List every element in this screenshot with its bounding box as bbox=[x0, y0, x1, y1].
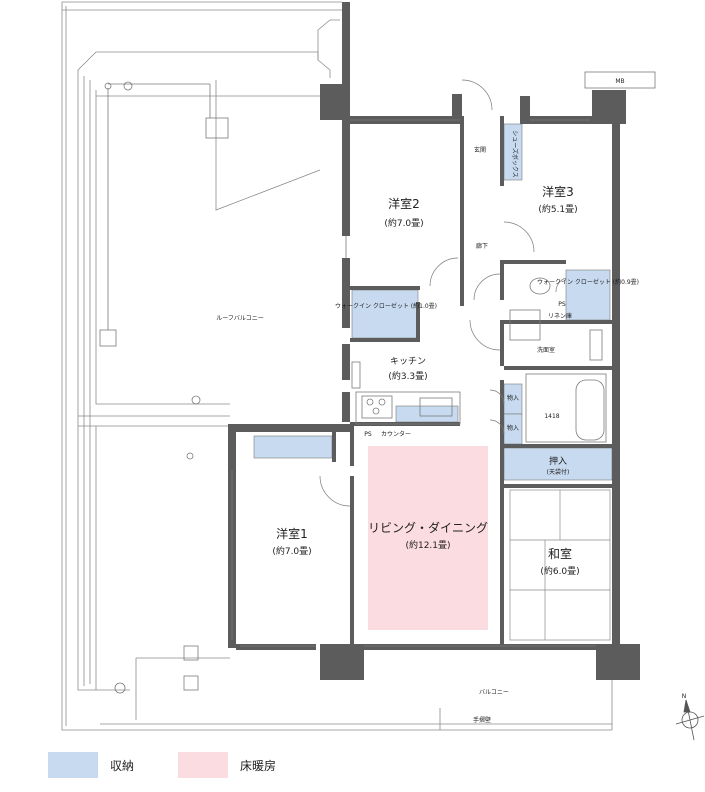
living-name: リビング・ダイニング bbox=[368, 520, 488, 535]
kitchen-name: キッチン bbox=[390, 356, 426, 367]
counter-label: カウンター bbox=[381, 430, 411, 438]
legend-swatch-storage bbox=[48, 752, 98, 778]
walk-in-closet-3 bbox=[565, 269, 611, 321]
bath-fixtures bbox=[509, 277, 607, 443]
japanese-size: (約6.0畳) bbox=[540, 565, 579, 577]
western2-size: (約7.0畳) bbox=[384, 217, 423, 229]
wic1-label: ウォークイン クローゼット (約1.0畳) bbox=[335, 302, 437, 310]
kitchen-counter-storage bbox=[395, 405, 459, 423]
walk-in-closet-1 bbox=[351, 289, 419, 339]
roof-balcony-outline bbox=[61, 1, 613, 731]
western1-name: 洋室1 bbox=[276, 526, 308, 541]
tatami-lines bbox=[509, 489, 611, 641]
shoes-label: シューズボックス bbox=[511, 130, 519, 178]
western1-closet bbox=[253, 435, 333, 459]
western3-name: 洋室3 bbox=[542, 184, 574, 199]
washroom-name: 洗面室 bbox=[537, 346, 555, 354]
door-swings bbox=[319, 79, 567, 507]
windows bbox=[231, 119, 596, 647]
monoire2-label: 物入 bbox=[507, 424, 519, 432]
ps-label: PS bbox=[364, 431, 372, 438]
living-size: (約12.1畳) bbox=[405, 539, 450, 551]
monoire1-label: 物入 bbox=[507, 394, 519, 402]
railing-label: 手摺壁 bbox=[473, 716, 491, 724]
kitchen-fixtures bbox=[351, 361, 461, 425]
mb-label: MB bbox=[615, 78, 624, 85]
japanese-name: 和室 bbox=[548, 546, 572, 561]
legend-label-floor-heating: 床暖房 bbox=[240, 758, 277, 773]
entrance-name: 玄関 bbox=[474, 146, 486, 154]
mb-box bbox=[584, 71, 656, 89]
kitchen-size: (約3.3畳) bbox=[388, 370, 427, 382]
western2-name: 洋室2 bbox=[388, 196, 420, 211]
north-label: N bbox=[682, 693, 687, 700]
legend-item-floor-heating: 床暖房 bbox=[178, 752, 276, 778]
floor-heating-area bbox=[368, 446, 488, 630]
legend-swatch-floor-heating bbox=[178, 752, 229, 778]
ps2-label: PS bbox=[558, 301, 566, 308]
oshiire-note: (天袋付) bbox=[547, 468, 570, 476]
oshiire-label: 押入 bbox=[549, 455, 567, 467]
balcony-label: バルコニー bbox=[479, 689, 509, 696]
linen-label: リネン庫 bbox=[548, 312, 572, 320]
western3-size: (約5.1畳) bbox=[538, 203, 577, 215]
balcony-fixtures bbox=[99, 81, 229, 694]
wic3-label: ウォークイン クローゼット (約0.9畳) bbox=[537, 278, 639, 286]
legend-label-storage: 収納 bbox=[110, 758, 135, 773]
north-arrow-icon bbox=[675, 699, 705, 741]
western1-size: (約7.0畳) bbox=[272, 545, 311, 557]
roof-balcony-label: ルーフバルコニー bbox=[216, 315, 264, 322]
legend-item-storage: 収納 bbox=[48, 752, 134, 778]
hallway-name: 廊下 bbox=[476, 242, 488, 250]
bath-name: 1418 bbox=[544, 413, 559, 420]
storage-fills bbox=[253, 123, 613, 481]
legend: 収納 床暖房 bbox=[48, 752, 320, 778]
